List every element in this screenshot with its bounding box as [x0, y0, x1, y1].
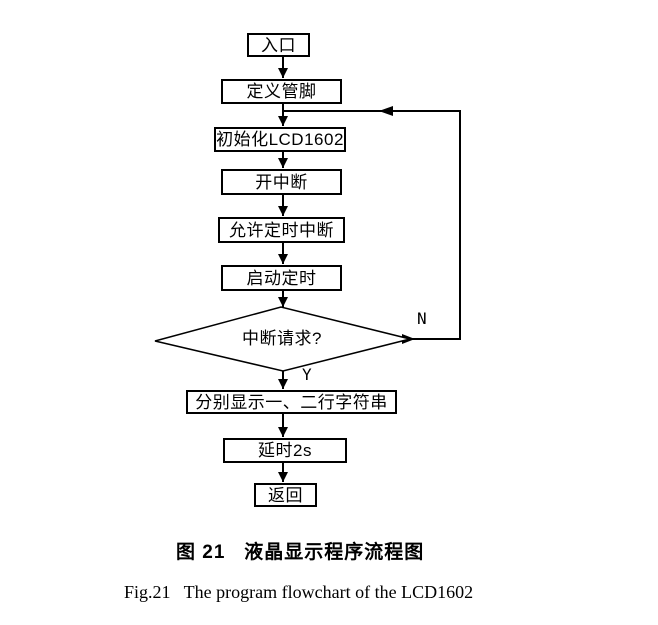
branch-label-yes: Y: [302, 365, 312, 384]
flow-node-interrupt-request: 中断请求?: [242, 329, 322, 348]
flow-node-display-strings: 分别显示一、二行字符串: [186, 390, 397, 414]
figure-caption-chinese: 图 21 液晶显示程序流程图: [176, 542, 425, 563]
flow-node-entry: 入口: [247, 33, 310, 57]
flow-node-init-lcd1602: 初始化LCD1602: [214, 127, 346, 152]
flow-node-delay-2s: 延时2s: [223, 438, 347, 463]
edge-decision-loopback-no: [283, 110, 461, 340]
figure-caption-english: Fig.21 The program flowchart of the LCD1…: [124, 582, 474, 602]
decision-diamond-shape: [154, 306, 411, 372]
flow-node-enable-timer-interrupt: 允许定时中断: [218, 217, 345, 243]
loopback-arrowhead-left: [379, 106, 393, 116]
flow-node-return: 返回: [254, 483, 317, 507]
branch-label-no: N: [417, 309, 427, 328]
flow-node-open-interrupt: 开中断: [221, 169, 342, 195]
flow-node-start-timer: 启动定时: [221, 265, 342, 291]
flow-node-define-pins: 定义管脚: [221, 79, 342, 104]
